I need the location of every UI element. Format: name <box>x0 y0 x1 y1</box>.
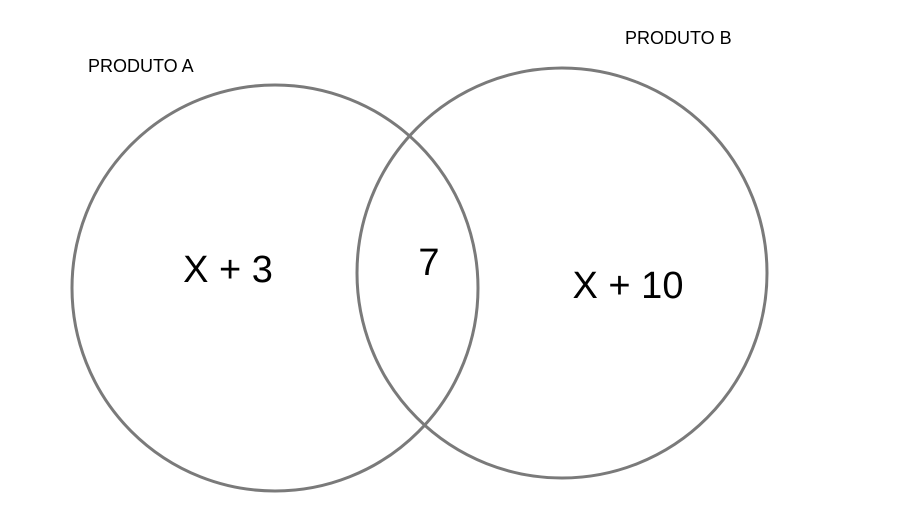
region-b-only-value: X + 10 <box>573 265 684 307</box>
label-produto-a: PRODUTO A <box>88 56 194 76</box>
label-produto-b: PRODUTO B <box>625 28 732 48</box>
region-intersection-value: 7 <box>418 242 439 284</box>
region-a-only-value: X + 3 <box>183 249 273 291</box>
circle-produto-a <box>70 83 480 493</box>
circle-produto-b <box>355 66 769 480</box>
